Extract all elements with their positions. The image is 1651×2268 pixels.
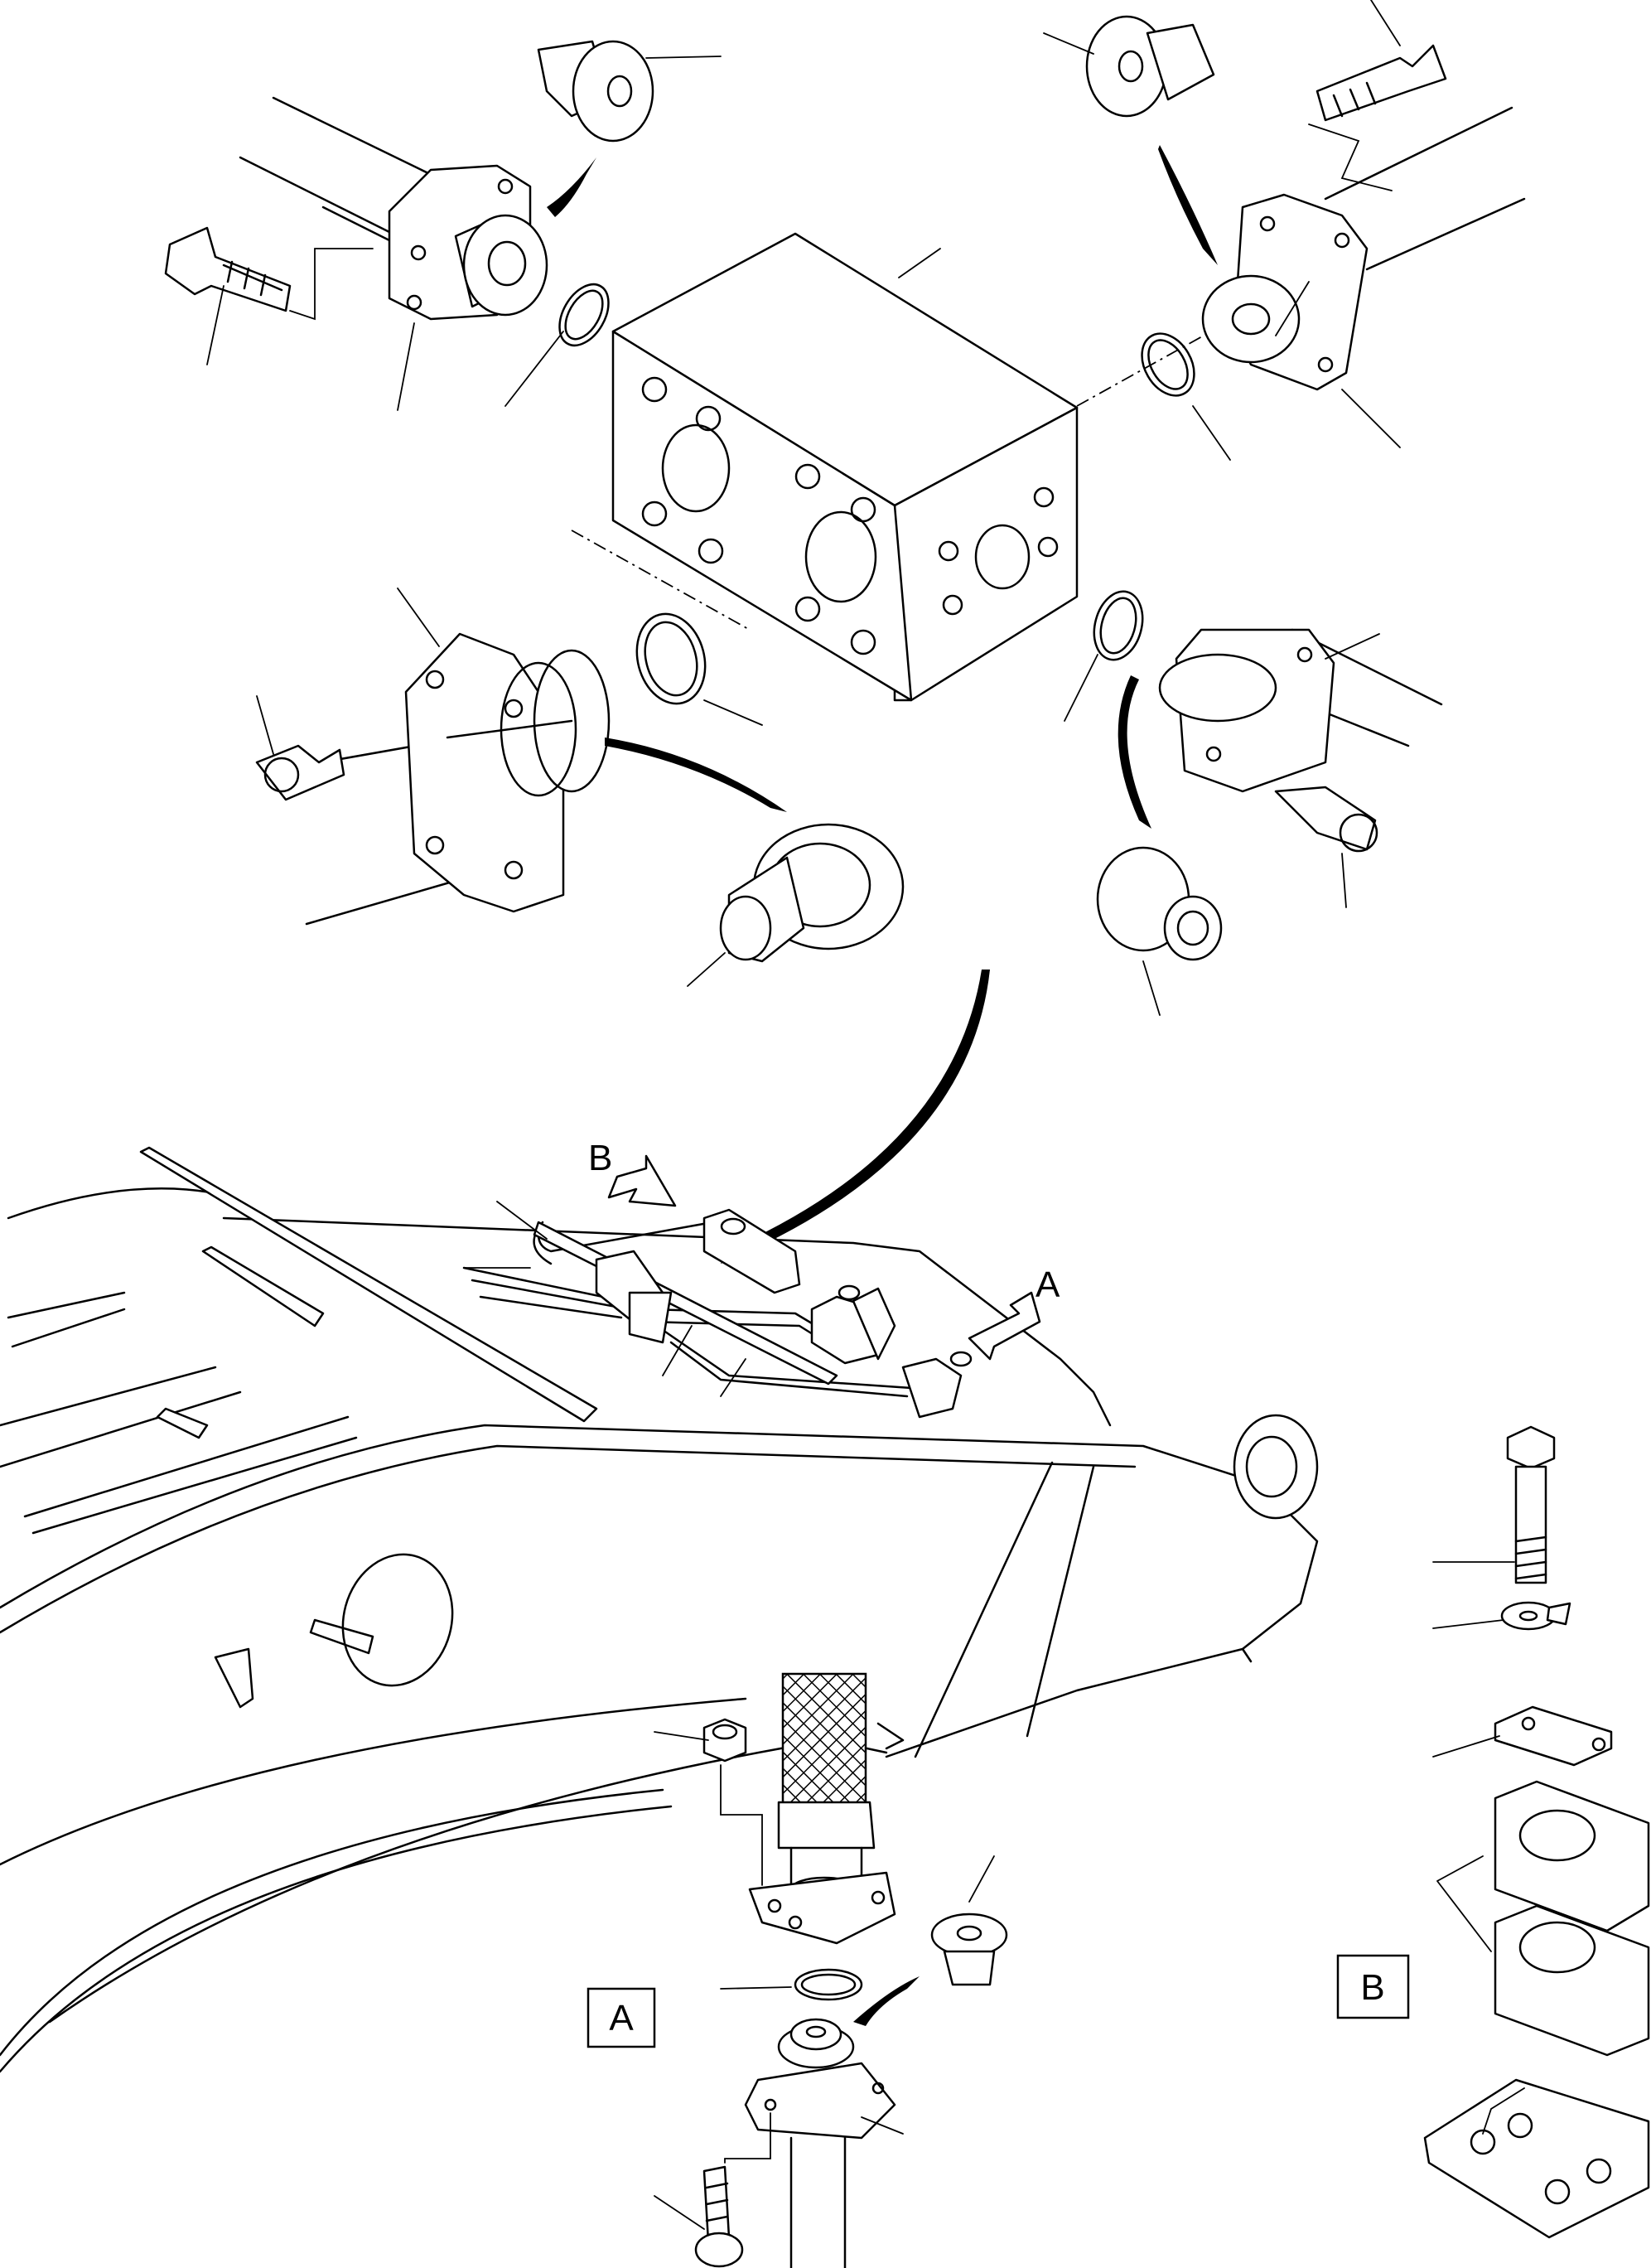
detail-b-label: B xyxy=(1360,1967,1384,2008)
manifold-port-holes xyxy=(641,376,1059,655)
top-right-flange-assembly xyxy=(1043,0,1526,461)
manifold-block xyxy=(571,232,1227,702)
detail-a-assembly xyxy=(654,1672,1008,2268)
callout-a-arrow xyxy=(968,1291,1041,1361)
top-left-flange-assembly xyxy=(164,40,722,411)
mid-left-flange-assembly xyxy=(255,588,905,987)
assembly-pointer-arrow xyxy=(721,970,990,1264)
callout-b-label: B xyxy=(588,1138,612,1178)
detail-b-assembly xyxy=(1423,1425,1650,2239)
mid-right-flange-assembly xyxy=(1064,590,1443,1016)
callout-a-label: A xyxy=(1035,1265,1060,1305)
detail-a-frame xyxy=(587,1987,656,2048)
callout-b-arrow xyxy=(607,1154,677,1207)
detail-b-frame xyxy=(1336,1954,1410,2019)
detail-a-label: A xyxy=(609,1998,634,2038)
boom-structure xyxy=(0,1146,1319,2073)
